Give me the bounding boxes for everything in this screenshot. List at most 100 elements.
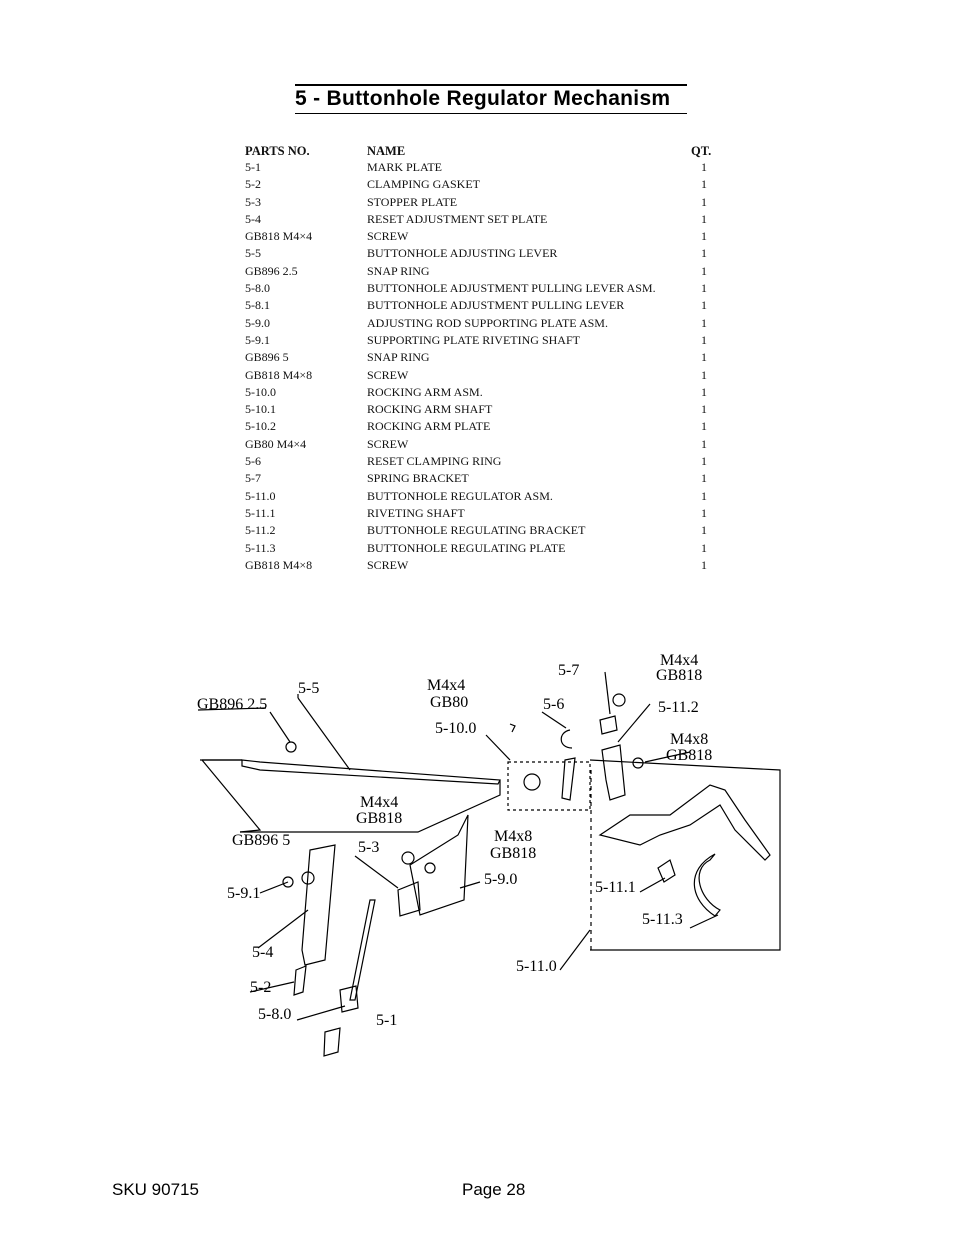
part-qty: 1 bbox=[701, 557, 707, 572]
leader-5-11-0 bbox=[559, 929, 591, 971]
part-qty: 1 bbox=[701, 419, 707, 434]
header-qty: QT. bbox=[691, 144, 712, 158]
label-5-5: 5-5 bbox=[298, 680, 319, 697]
part-name: BUTTONHOLE ADJUSTMENT PULLING LEVER ASM. bbox=[367, 281, 656, 296]
part-name: BUTTONHOLE REGULATING BRACKET bbox=[367, 523, 586, 538]
reset-clamping-ring-shape bbox=[560, 729, 573, 749]
label-m4x8-a: M4x8 bbox=[670, 731, 708, 748]
part-number: GB818 M4×4 bbox=[245, 229, 313, 244]
label-m4x8-b: M4x8 bbox=[494, 828, 532, 845]
label-m4x4-b: M4x4 bbox=[660, 652, 698, 669]
part-qty: 1 bbox=[701, 454, 707, 469]
pulling-lever-block-shape bbox=[339, 985, 359, 1013]
part-qty: 1 bbox=[701, 471, 707, 486]
part-qty: 1 bbox=[701, 211, 707, 226]
leader-gb896-25 bbox=[269, 711, 291, 743]
part-qty: 1 bbox=[701, 281, 707, 296]
label-5-9-0: 5-9.0 bbox=[484, 871, 517, 888]
part-name: ROCKING ARM ASM. bbox=[367, 384, 483, 399]
part-number: 5-8.1 bbox=[245, 298, 270, 313]
leader-m4x8-a bbox=[644, 751, 691, 763]
rocking-arm-box bbox=[507, 761, 591, 811]
part-number: 5-8.0 bbox=[245, 281, 270, 296]
spring-bracket-shape bbox=[599, 715, 618, 735]
part-qty: 1 bbox=[701, 540, 707, 555]
guide-lines-left bbox=[201, 759, 262, 833]
part-name: MARK PLATE bbox=[367, 160, 443, 174]
part-number: 5-11.2 bbox=[245, 523, 276, 538]
leader-5-6 bbox=[541, 711, 567, 729]
part-qty: 1 bbox=[701, 315, 707, 330]
footer-sku: SKU 90715 bbox=[112, 1180, 199, 1199]
part-number: GB896 2.5 bbox=[245, 263, 298, 278]
part-qty: 1 bbox=[701, 436, 707, 451]
header-name: NAME bbox=[367, 144, 406, 158]
leader-5-7 bbox=[604, 671, 611, 715]
part-qty: 1 bbox=[701, 350, 707, 365]
part-number: GB896 5 bbox=[245, 350, 289, 365]
exploded-parts-diagram: GB896 2.5 5-5 M4x4 GB80 5-10.0 5-7 5-6 M… bbox=[197, 652, 781, 1057]
part-qty: 1 bbox=[701, 229, 707, 244]
leader-5-11-2 bbox=[617, 703, 651, 743]
part-qty: 1 bbox=[701, 160, 707, 174]
leader-5-11-1 bbox=[639, 877, 666, 893]
guide-lines-bottom bbox=[240, 780, 501, 833]
part-qty: 1 bbox=[701, 523, 707, 538]
mark-plate-shape bbox=[323, 1027, 341, 1057]
leader-5-4 bbox=[257, 909, 309, 949]
label-5-11-3: 5-11.3 bbox=[642, 911, 683, 928]
stopper-plate-shape bbox=[397, 881, 421, 917]
regulating-plate-hook-shape bbox=[693, 853, 721, 917]
leader-5-8-0 bbox=[296, 1005, 346, 1021]
part-name: ROCKING ARM PLATE bbox=[367, 419, 491, 434]
diagram-labels: GB896 2.5 5-5 M4x4 GB80 5-10.0 5-7 5-6 M… bbox=[197, 652, 712, 1029]
part-name: BUTTONHOLE ADJUSTING LEVER bbox=[367, 246, 558, 261]
leader-5-9-1 bbox=[259, 881, 289, 894]
part-number: 5-3 bbox=[245, 194, 261, 209]
part-qty: 1 bbox=[701, 177, 707, 192]
parts-table-row: 5-8.1 BUTTONHOLE ADJUSTMENT PULLING LEVER… bbox=[245, 297, 720, 314]
label-gb818-c: GB818 bbox=[356, 810, 402, 827]
label-5-3: 5-3 bbox=[358, 839, 379, 856]
parts-table-header: PARTS NO. NAME QT. bbox=[245, 143, 720, 159]
part-name: ROCKING ARM SHAFT bbox=[367, 402, 493, 417]
rocking-arm-shaft-shape bbox=[523, 773, 541, 791]
screw-m4x4-shape bbox=[401, 851, 415, 865]
label-5-6: 5-6 bbox=[543, 696, 564, 713]
regulating-bracket-shape bbox=[601, 744, 626, 801]
part-name: BUTTONHOLE ADJUSTMENT PULLING LEVER bbox=[367, 298, 625, 313]
parts-table-row: 5-11.2 BUTTONHOLE REGULATING BRACKET 1 bbox=[245, 522, 720, 539]
label-m4x4-c: M4x4 bbox=[360, 794, 398, 811]
diagram-linework bbox=[197, 671, 781, 1057]
part-number: GB80 M4×4 bbox=[245, 436, 307, 451]
supporting-plate-shape bbox=[409, 814, 469, 916]
label-gb896-25: GB896 2.5 bbox=[197, 696, 267, 713]
part-name: SCREW bbox=[367, 557, 409, 572]
part-name: SUPPORTING PLATE RIVETING SHAFT bbox=[367, 332, 580, 347]
section-title-box: 5 - Buttonhole Regulator Mechanism bbox=[295, 84, 687, 114]
leader-5-2 bbox=[249, 981, 295, 993]
part-name: RESET CLAMPING RING bbox=[367, 454, 502, 469]
label-gb896-5: GB896 5 bbox=[232, 832, 290, 849]
label-5-2: 5-2 bbox=[250, 979, 271, 996]
rocking-arm-plate-shape bbox=[561, 757, 576, 801]
riveting-shaft-shape bbox=[657, 859, 676, 883]
screw-m4x8-b-shape bbox=[424, 862, 436, 874]
snap-ring-small-shape bbox=[285, 741, 297, 753]
part-number: 5-10.0 bbox=[245, 384, 276, 399]
part-name: BUTTONHOLE REGULATING PLATE bbox=[367, 540, 566, 555]
part-number: GB818 M4×8 bbox=[245, 367, 313, 382]
part-number: 5-2 bbox=[245, 177, 261, 192]
part-name: SNAP RING bbox=[367, 263, 430, 278]
leader-5-3 bbox=[354, 855, 399, 889]
